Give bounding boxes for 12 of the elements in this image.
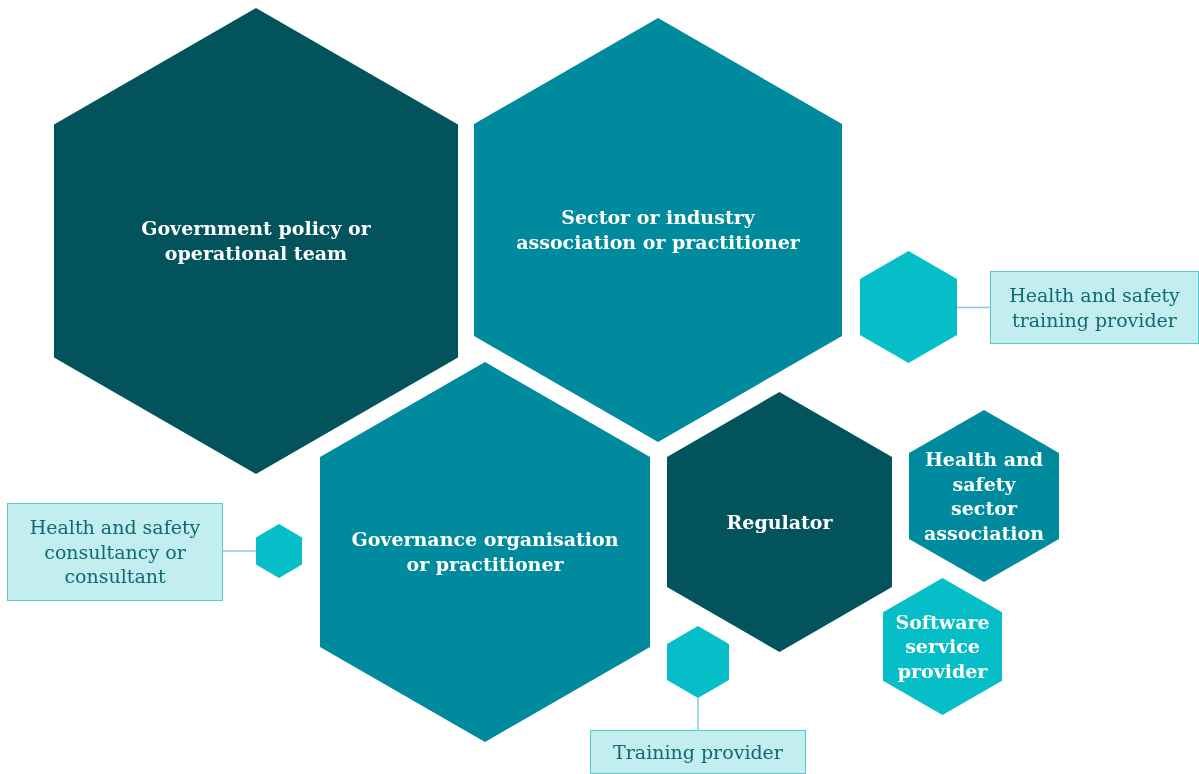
callout-box: Health and safety consultancy or consultant	[7, 503, 223, 601]
hexagon-label: Government policy or operational team	[140, 216, 372, 266]
leader-line	[956, 306, 991, 309]
hexagon-label: Regulator	[725, 509, 834, 535]
leader-line	[222, 550, 257, 552]
callout-box: Health and safety training provider	[990, 271, 1199, 344]
hexagon-label: Governance organisation or practitioner	[350, 527, 620, 577]
callout-box: Training provider	[590, 730, 806, 774]
leader-line	[697, 697, 699, 731]
hexagon-label: Sector or industry association or practitioner	[515, 205, 801, 255]
hexagon-label: Software service provider	[894, 609, 991, 684]
hexagon-label: Health and safety sector association	[923, 446, 1045, 546]
